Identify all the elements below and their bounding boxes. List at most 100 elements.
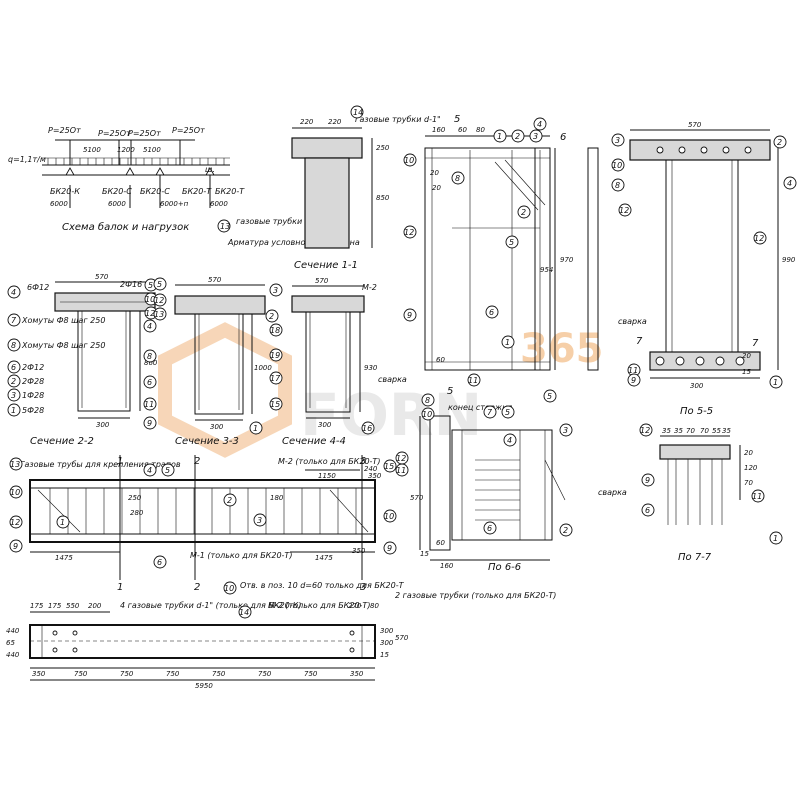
plan-bot-3: 750 xyxy=(120,670,134,678)
svg-text:12: 12 xyxy=(640,426,650,435)
svg-text:6: 6 xyxy=(487,524,492,533)
sec33-width: 570 xyxy=(208,276,222,284)
svg-text:8: 8 xyxy=(11,341,16,350)
svg-text:12: 12 xyxy=(154,296,164,305)
svg-text:13: 13 xyxy=(154,310,164,319)
svg-text:17: 17 xyxy=(270,374,281,383)
sec44-label: М-2 xyxy=(362,283,377,292)
plan-gas4: 4 газовые трубки d-1" (только для БК20-К… xyxy=(120,601,301,610)
plan-right-1: 270 xyxy=(348,602,362,610)
svg-text:1: 1 xyxy=(497,132,502,141)
svg-text:2: 2 xyxy=(11,377,16,386)
elev-dim-6: 240 xyxy=(364,465,378,473)
section-2-2-caption: Сечение 2-2 xyxy=(30,436,94,447)
elev-cut-marks: 1 2 1 2 3 3 xyxy=(117,456,366,593)
v77-dim-2: 35 xyxy=(674,427,683,435)
watermark: 365 FORN xyxy=(158,322,604,458)
det-top-1: 160 xyxy=(432,126,446,134)
sec22-label-6: 1Ф28 xyxy=(22,391,44,400)
load-p1: P=25От xyxy=(48,126,81,135)
sec44-bottom: 300 xyxy=(318,421,332,429)
beam-length-3: 6000+п xyxy=(160,200,189,208)
beam-length-1: 6000 xyxy=(50,200,68,208)
view-5-5: 570 300 990 3 10 8 12 12 2 4 11 9 1 свар… xyxy=(611,121,797,417)
v66-caption: По 6-6 xyxy=(488,562,521,573)
v77-dim-4: 70 xyxy=(700,427,709,435)
sec11-dim-3: 250 xyxy=(376,144,390,152)
svg-text:7: 7 xyxy=(487,408,493,417)
svg-text:1: 1 xyxy=(11,406,16,415)
plan-bot-4: 750 xyxy=(166,670,180,678)
det-top-callouts: 1 2 3 4 6 xyxy=(493,117,566,143)
svg-text:19: 19 xyxy=(270,351,280,360)
svg-text:3: 3 xyxy=(273,286,278,295)
svg-text:15: 15 xyxy=(270,400,280,409)
sec22-width: 570 xyxy=(95,273,109,281)
svg-text:2: 2 xyxy=(515,132,520,141)
v77-dim-6: 35 xyxy=(722,427,731,435)
v77-dim-3: 70 xyxy=(686,427,695,435)
beam-length-4: 6000 xyxy=(210,200,228,208)
svg-text:3: 3 xyxy=(11,391,16,400)
svg-text:3: 3 xyxy=(563,426,568,435)
plan-bot-7: 750 xyxy=(304,670,318,678)
sec44-width: 570 xyxy=(315,277,329,285)
svg-text:2: 2 xyxy=(194,582,200,593)
det-dim-954: 954 xyxy=(540,266,553,274)
elev-dim-5: 350 xyxy=(368,472,382,480)
svg-text:12: 12 xyxy=(619,206,629,215)
svg-text:10: 10 xyxy=(422,410,432,419)
plan-bot-8: 350 xyxy=(350,670,364,678)
plan-bot-1: 350 xyxy=(32,670,46,678)
cage-detail: 160 60 80 5 1 2 3 4 6 10 20 8 12 9 5 6 2… xyxy=(378,114,599,397)
beam-plan: 175 175 550 200 4 газовые трубки d-1" (т… xyxy=(6,581,556,690)
load-spacing-2: 1200 xyxy=(117,146,135,154)
svg-text:1: 1 xyxy=(773,534,778,543)
v55-width: 570 xyxy=(688,121,702,129)
svg-text:5: 5 xyxy=(157,280,162,289)
svg-text:3: 3 xyxy=(360,456,366,467)
v55-cut-7a: 7 xyxy=(636,336,643,347)
svg-text:9: 9 xyxy=(631,376,636,385)
sec33-bottom: 300 xyxy=(210,423,224,431)
load-scheme: P=25От P=25От P=25От P=25От 5100 1200 51… xyxy=(8,126,360,247)
svg-text:12: 12 xyxy=(396,454,406,463)
svg-text:6: 6 xyxy=(11,363,16,372)
svg-text:10: 10 xyxy=(10,488,20,497)
svg-text:1: 1 xyxy=(60,518,65,527)
plan-rs-4: 15 xyxy=(380,651,389,659)
load-p3: P=25От xyxy=(128,129,161,138)
svg-text:6: 6 xyxy=(489,308,494,317)
watermark-number: 365 xyxy=(520,326,604,372)
plan-top-4: 200 xyxy=(88,602,102,610)
svg-text:9: 9 xyxy=(645,476,650,485)
v77-svarka: сварка xyxy=(598,488,627,497)
det-dim-20: 20 xyxy=(432,184,441,192)
beam-label-4: БК20-Т xyxy=(182,187,212,196)
svg-text:9: 9 xyxy=(387,544,392,553)
plan-left-3: 440 xyxy=(6,651,20,659)
det-cut-5a: 5 xyxy=(454,114,460,125)
svg-text:8: 8 xyxy=(455,174,460,183)
section-3-3: 570 300 1000 5 12 13 4 2 8 6 11 9 1 Сече… xyxy=(143,276,279,447)
callout-13: 13 xyxy=(220,222,230,231)
sec33-height: 1000 xyxy=(254,364,272,372)
v66-dim-160: 160 xyxy=(440,562,454,570)
plan-hole-note: Отв. в поз. 10 d=60 только для БК20-Т xyxy=(240,581,405,590)
svg-text:5: 5 xyxy=(148,281,153,290)
callout-14-plan: 14 xyxy=(239,608,249,617)
section-4-4: 570 300 930 М-2 3 18 19 17 15 16 Сечение… xyxy=(269,277,378,447)
beam-length-2: 6000 xyxy=(108,200,126,208)
det-svarka: сварка xyxy=(378,375,407,384)
det-top-3: 80 xyxy=(476,126,485,134)
det-side-callouts: 10 20 8 12 9 5 6 2 11 1 xyxy=(403,153,531,387)
v55-bottom: 300 xyxy=(690,382,704,390)
v66-dim-570: 570 xyxy=(410,494,424,502)
section-3-3-caption: Сечение 3-3 xyxy=(175,436,239,447)
svg-text:8: 8 xyxy=(615,181,620,190)
svg-text:1: 1 xyxy=(117,582,123,593)
det-cut-5b: 5 xyxy=(447,386,453,397)
v77-dim-9: 70 xyxy=(744,479,753,487)
svg-text:13: 13 xyxy=(10,460,20,469)
